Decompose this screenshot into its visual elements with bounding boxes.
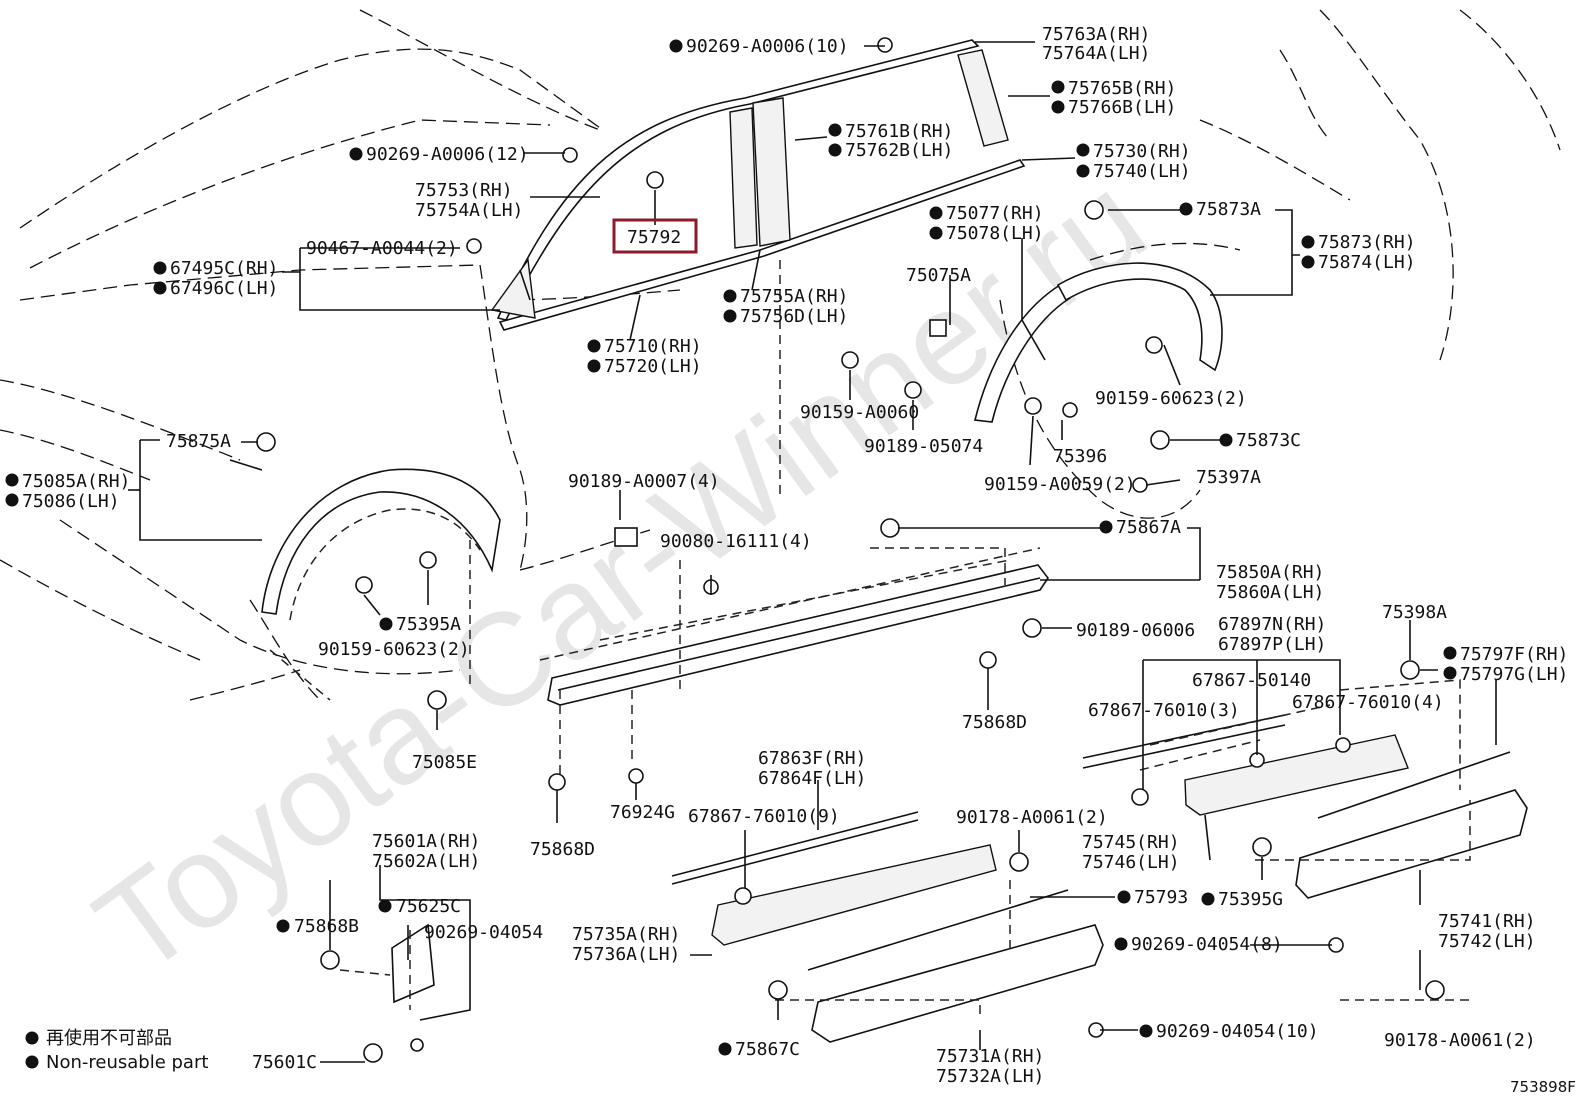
label-75753: 75753(RH) [415,180,513,201]
label-75075a: 75075A [906,265,971,286]
non-reusable-markers [5,39,1457,1069]
label-75765b: 75765B(RH) [1068,78,1176,99]
label-67867-76010-4: 67867-76010(4) [1292,692,1444,713]
label-75078: 75078(LH) [946,223,1044,244]
label-75850a: 75850A(RH) [1216,562,1324,583]
label-75874: 75874(LH) [1318,252,1416,273]
label-67863f: 67863F(RH) [758,748,866,769]
label-75395a: 75395A [396,614,461,635]
label-67867-76010-3: 67867-76010(3) [1088,700,1240,721]
label-75742: 75742(LH) [1438,931,1536,952]
label-75756d: 75756D(LH) [740,306,848,327]
label-90080: 90080-16111(4) [660,531,812,552]
label-75746: 75746(LH) [1082,852,1180,873]
label-75875a: 75875A [166,431,231,452]
label-75867c: 75867C [735,1039,800,1060]
legend: 再使用不可部品 Non-reusable part [46,1028,208,1073]
label-90269-a0006-10: 90269-A0006(10) [686,36,849,57]
label-75085a: 75085A(RH) [22,471,130,492]
label-75868d-mid: 75868D [962,712,1027,733]
label-67867-50140: 67867-50140 [1192,670,1311,691]
leader-lines [128,41,1497,1063]
label-90189-06006: 90189-06006 [1076,620,1195,641]
label-75860a: 75860A(LH) [1216,582,1324,603]
legend-ja: 再使用不可部品 [46,1028,172,1049]
label-75793: 75793 [1134,887,1188,908]
label-75762b: 75762B(LH) [845,140,953,161]
label-75764a: 75764A(LH) [1042,43,1150,64]
label-75867a: 75867A [1116,517,1181,538]
label-67897n: 67897N(RH) [1218,614,1326,635]
label-90269-04054-10: 90269-04054(10) [1156,1021,1319,1042]
label-90159-a0059: 90159-A0059(2) [984,474,1136,495]
label-90467-a0044: 90467-A0044(2) [306,238,458,259]
label-90189-05074: 90189-05074 [864,436,983,457]
label-75602a: 75602A(LH) [372,851,480,872]
label-75710: 75710(RH) [604,336,702,357]
label-75873c: 75873C [1236,430,1301,451]
label-75755a: 75755A(RH) [740,286,848,307]
label-75797f: 75797F(RH) [1460,644,1568,665]
label-75736a: 75736A(LH) [572,944,680,965]
label-90269-04054: 90269-04054 [424,922,543,943]
label-75797g: 75797G(LH) [1460,664,1568,685]
label-75761b: 75761B(RH) [845,121,953,142]
label-75731a: 75731A(RH) [936,1046,1044,1067]
label-75395g: 75395G [1218,889,1283,910]
label-75735a: 75735A(RH) [572,924,680,945]
highlight-box [612,218,698,254]
label-75740: 75740(LH) [1093,161,1191,182]
label-67496c: 67496C(LH) [170,278,278,299]
label-75792: 75792 [627,227,681,248]
fasteners [256,37,1445,1063]
label-75077: 75077(RH) [946,203,1044,224]
label-90189-a0007: 90189-A0007(4) [568,471,720,492]
label-75730: 75730(RH) [1093,141,1191,162]
rocker-moldings [391,564,1528,1043]
label-75754a: 75754A(LH) [415,200,523,221]
rear-fender-flare [974,262,1223,423]
label-67867-76010-9: 67867-76010(9) [688,806,840,827]
label-75766b: 75766B(LH) [1068,97,1176,118]
label-75086: 75086(LH) [22,491,120,512]
label-75085e: 75085E [412,752,477,773]
label-90178-a0061-top: 90178-A0061(2) [956,807,1108,828]
label-75873a-top: 75873A [1196,199,1261,220]
label-75398a: 75398A [1382,602,1447,623]
label-75741: 75741(RH) [1438,911,1536,932]
part-labels: 90269-A0006(10) 75763A(RH) 75764A(LH) 75… [22,24,1568,1087]
label-75601c: 75601C [252,1052,317,1073]
label-67864f: 67864F(LH) [758,768,866,789]
label-75763a: 75763A(RH) [1042,24,1150,45]
assembly-guides [339,260,1471,1020]
label-75745: 75745(RH) [1082,832,1180,853]
legend-en: Non-reusable part [46,1052,208,1073]
front-fender-flare [261,468,501,701]
label-67897p: 67897P(LH) [1218,634,1326,655]
label-75720: 75720(LH) [604,356,702,377]
label-75625c: 75625C [396,896,461,917]
label-90178-a0061-bottom: 90178-A0061(2) [1384,1030,1536,1051]
label-75868d-left: 75868D [530,839,595,860]
label-90269-04054-8: 90269-04054(8) [1131,934,1283,955]
label-75868b: 75868B [294,916,359,937]
label-90159-a0060: 90159-A0060 [800,402,919,423]
label-76924g: 76924G [610,802,675,823]
label-90159-60623-left: 90159-60623(2) [318,639,470,660]
label-75873: 75873(RH) [1318,232,1416,253]
label-90159-60623-right: 90159-60623(2) [1095,388,1247,409]
label-75601a: 75601A(RH) [372,831,480,852]
label-90269-a0006-12: 90269-A0006(12) [366,144,529,165]
label-75396: 75396 [1053,446,1107,467]
drawing-code: 753898F [1510,1078,1576,1096]
label-67495c: 67495C(RH) [170,258,278,279]
label-75732a: 75732A(LH) [936,1066,1044,1087]
label-75397a: 75397A [1196,467,1261,488]
window-moldings [490,39,1026,331]
